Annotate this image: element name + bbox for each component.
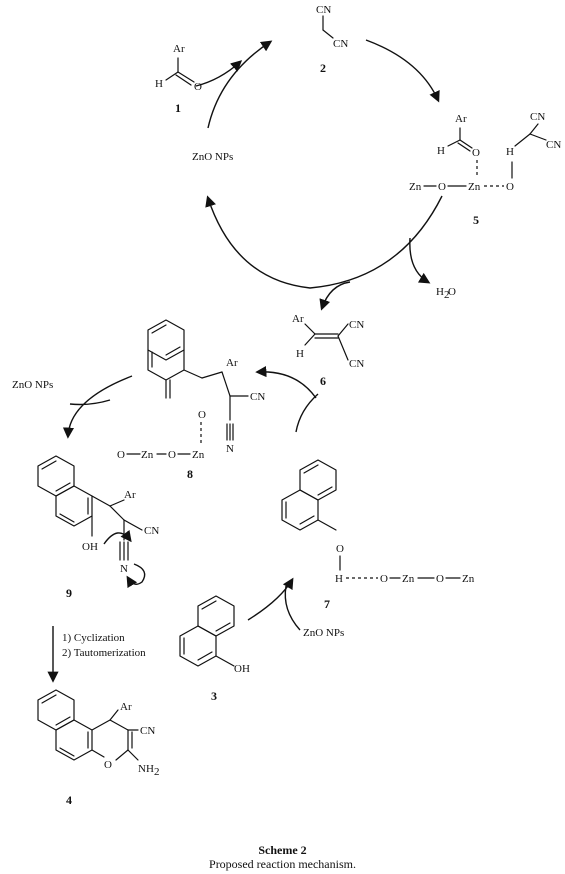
compound-number-1: 1: [175, 101, 181, 115]
catalyst-feed-arrow: [284, 585, 301, 631]
oxygen-label: O: [194, 81, 202, 93]
oxygen-label: O: [336, 543, 344, 555]
nitrogen-label: N: [226, 443, 234, 455]
catalyst-label: ZnO NPs: [303, 627, 344, 639]
water-o-label: O: [448, 286, 456, 298]
aryl-label: Ar: [173, 43, 185, 55]
water-release-arrow: [409, 237, 431, 284]
hydrogen-label: H: [155, 78, 163, 90]
compound-8-intermediate: O Ar CN N O Zn O Zn 8: [117, 319, 265, 481]
oxygen-label: O: [198, 409, 206, 421]
aryl-label: Ar: [292, 313, 304, 325]
aryl-label: Ar: [226, 357, 238, 369]
aryl-label: Ar: [124, 489, 136, 501]
nitrile-label: CN: [144, 525, 159, 537]
compound-6-alkene: Ar H CN CN 6: [292, 313, 364, 388]
zinc-label: Zn: [402, 573, 415, 585]
zinc-label: Zn: [462, 573, 475, 585]
addition-arrow: [255, 365, 317, 399]
nitrile-label: CN: [349, 319, 364, 331]
addition-arrow-feed: [295, 393, 319, 433]
oxygen-label: O: [380, 573, 388, 585]
oxygen-label: O: [506, 181, 514, 193]
oxygen-label: O: [117, 449, 125, 461]
zinc-label: Zn: [409, 181, 422, 193]
nitrile-label: CN: [250, 391, 265, 403]
caption-subtitle: Proposed reaction mechanism.: [209, 857, 356, 871]
compound-number-4: 4: [66, 793, 72, 807]
catalyst-label: ZnO NPs: [192, 151, 233, 163]
compound-9-intermediate: OH Ar CN N 9: [37, 455, 159, 600]
hydrogen-label: H: [506, 146, 514, 158]
water-h-label: H: [436, 286, 444, 298]
compound-number-8: 8: [187, 467, 193, 481]
zinc-label: Zn: [192, 449, 205, 461]
catalyst-label: ZnO NPs: [12, 379, 53, 391]
compound-number-5: 5: [473, 213, 479, 227]
nitrile-label: CN: [140, 725, 155, 737]
hydrogen-label: H: [296, 348, 304, 360]
nitrile-label: CN: [316, 4, 331, 16]
catalyst-release-branch: [69, 399, 111, 406]
zinc-label: Zn: [141, 449, 154, 461]
compound-3-naphthol: OH 3: [179, 595, 250, 703]
nitrile-label: CN: [333, 38, 348, 50]
cyclization-step-label: 1) Cyclization: [62, 632, 125, 644]
amine-label: NH: [138, 763, 154, 775]
compound-number-7: 7: [324, 597, 330, 611]
oxygen-label: O: [472, 147, 480, 159]
caption-title: Scheme 2: [258, 843, 307, 857]
oxygen-label: O: [168, 449, 176, 461]
nitrogen-label: N: [120, 563, 128, 575]
subscript-2: 2: [154, 766, 160, 778]
nitrile-label: CN: [546, 139, 561, 151]
cycle-arrow-1: [207, 40, 273, 129]
hydroxyl-label: OH: [234, 663, 250, 675]
oxygen-label: O: [438, 181, 446, 193]
compound-5-complex: Ar H O Zn O Zn O H CN CN 5: [409, 111, 561, 227]
compound-number-2: 2: [320, 61, 326, 75]
zinc-label: Zn: [468, 181, 481, 193]
cycle-arrow-feed-1: [195, 60, 243, 87]
cycle-arrow-return: [205, 195, 443, 289]
catalyst-release-arrow: [62, 375, 133, 439]
compound-2-malononitrile: CN CN 2: [316, 4, 348, 75]
activation-arrow: [247, 577, 294, 621]
hydrogen-label: H: [437, 145, 445, 157]
compound-number-3: 3: [211, 689, 217, 703]
aryl-label: Ar: [120, 701, 132, 713]
aryl-label: Ar: [455, 113, 467, 125]
nitrile-label: CN: [530, 111, 545, 123]
nitrogen-electron-arrow: [126, 563, 146, 589]
compound-1-aldehyde: Ar H O 1: [155, 43, 202, 115]
compound-number-9: 9: [66, 586, 72, 600]
hydroxyl-label: OH: [82, 541, 98, 553]
oxygen-label: O: [436, 573, 444, 585]
nitrile-label: CN: [349, 358, 364, 370]
hydrogen-label: H: [335, 573, 343, 585]
water-byproduct: H 2 O: [436, 286, 456, 301]
oxygen-label: O: [104, 759, 112, 771]
cycle-arrow-2: [365, 39, 440, 103]
compound-7-activated-naphthol: O H O Zn O Zn 7: [281, 459, 475, 611]
tautomerization-step-label: 2) Tautomerization: [62, 647, 146, 659]
compound-4-product: O Ar CN NH 2 4: [37, 689, 160, 807]
subscript-2: 2: [444, 289, 450, 301]
compound-number-6: 6: [320, 374, 326, 388]
cycle-arrow-to-6: [319, 281, 351, 311]
cyclization-electron-arrow: [103, 529, 132, 545]
